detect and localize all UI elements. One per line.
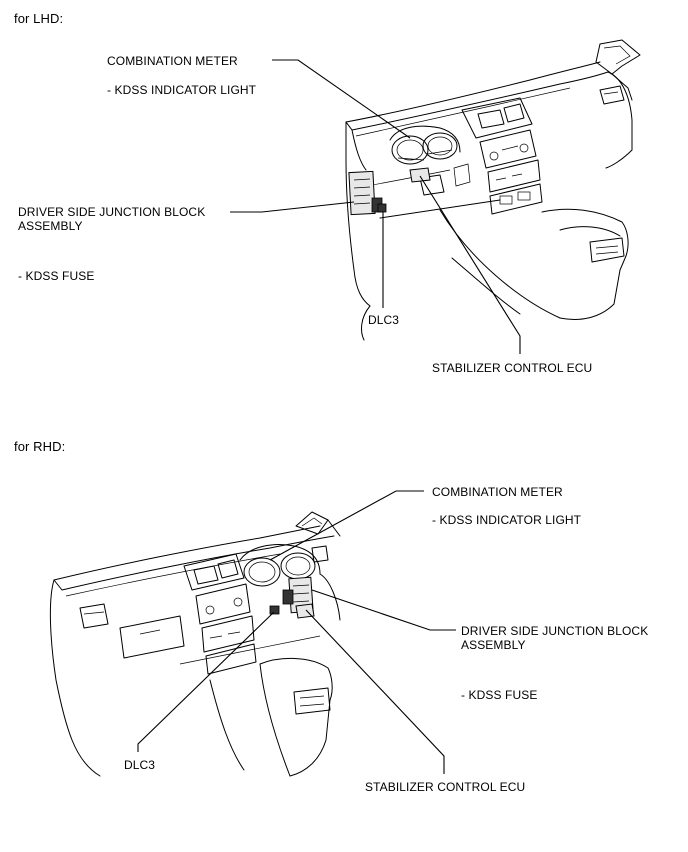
lhd-kdss-fuse-label: - KDSS FUSE: [18, 269, 95, 283]
rhd-leader-lines: [137, 490, 456, 774]
lhd-kdss-indicator-light-label: - KDSS INDICATOR LIGHT: [107, 83, 257, 97]
lhd-junction-block-label: DRIVER SIDE JUNCTION BLOCK ASSEMBLY: [18, 205, 206, 233]
lhd-section-header: for LHD:: [14, 11, 64, 26]
lhd-stabilizer-ecu-label: STABILIZER CONTROL ECU: [432, 361, 593, 375]
rhd-section-header: for RHD:: [14, 439, 66, 454]
lhd-dlc3-label: DLC3: [368, 313, 400, 327]
lhd-leader-lines: [230, 59, 521, 354]
lhd-dashboard-drawing: [345, 39, 641, 341]
rhd-kdss-fuse-label: - KDSS FUSE: [461, 688, 538, 702]
rhd-stabilizer-ecu-label: STABILIZER CONTROL ECU: [365, 780, 526, 794]
rhd-combination-meter-label: COMBINATION METER: [432, 485, 563, 499]
lhd-combination-meter-label: COMBINATION METER: [107, 54, 238, 68]
rhd-junction-block-label: DRIVER SIDE JUNCTION BLOCK ASSEMBLY: [461, 624, 649, 652]
rhd-dashboard-drawing: [49, 511, 341, 777]
rhd-dlc3-label: DLC3: [124, 758, 156, 772]
rhd-kdss-indicator-light-label: - KDSS INDICATOR LIGHT: [432, 513, 582, 527]
